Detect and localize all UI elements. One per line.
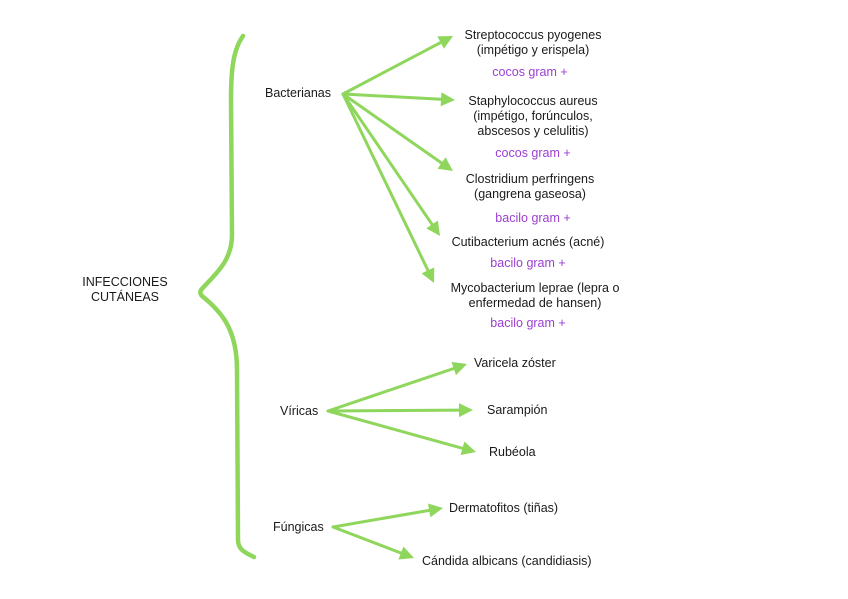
arrow-line-bacterianas-0 [341,41,443,96]
arrow-line-fungicas-1 [331,525,403,555]
arrowhead-icon [458,403,473,418]
arrow-line-bacterianas-2 [341,92,444,165]
note-staphylococcus-aureus: cocos gram + [495,146,571,160]
item-streptococcus-pyogenes: Streptococcus pyogenes (impétigo y erisp… [464,28,602,57]
item-varicela-zoster: Varicela zóster [474,356,556,370]
arrow-line-bacterianas-3 [341,92,434,226]
note-mycobacterium-leprae: bacilo gram + [490,316,566,330]
arrowhead-icon [421,267,435,283]
arrow-group [326,36,476,560]
arrowhead-icon [437,157,453,171]
item-cutibacterium-acnes: Cutibacterium acnés (acné) [451,235,605,249]
item-clostridium-perfringens: Clostridium perfringens (gangrena gaseos… [465,172,595,201]
item-sarampion: Sarampión [487,403,548,417]
group-label-bacterianas: Bacterianas [265,86,332,100]
item-dermatofitos: Dermatofitos (tiñas) [449,501,559,515]
arrowhead-icon [460,441,476,456]
arrow-line-viricas-2 [326,409,465,450]
arrowhead-icon [437,36,453,49]
item-staphylococcus-aureus: Staphylococcus aureus (impétigo, forúncu… [468,94,598,138]
arrowhead-icon [398,546,414,560]
arrow-line-viricas-1 [326,408,461,413]
curly-brace [198,33,257,560]
item-candida-albicans: Cándida albicans (candidiasis) [422,554,592,568]
arrowhead-icon [428,503,443,518]
group-label-viricas: Víricas [280,404,319,418]
note-cutibacterium-acnes: bacilo gram + [490,256,566,270]
note-clostridium-perfringens: bacilo gram + [495,211,571,225]
arrow-line-bacterianas-1 [341,92,443,101]
arrow-line-bacterianas-4 [341,92,430,272]
arrowhead-icon [451,361,467,376]
note-streptococcus-pyogenes: cocos gram + [492,65,568,79]
arrow-line-viricas-0 [326,366,456,413]
root-label: INFECCIONES CUTÁNEAS [82,275,168,304]
arrow-line-fungicas-0 [331,508,431,529]
item-rubeola: Rubéola [489,445,536,459]
item-mycobacterium-leprae: Mycobacterium leprae (lepra o enfermedad… [450,281,620,310]
arrowhead-icon [426,220,440,236]
group-label-fungicas: Fúngicas [273,520,324,534]
arrowhead-icon [440,92,455,107]
